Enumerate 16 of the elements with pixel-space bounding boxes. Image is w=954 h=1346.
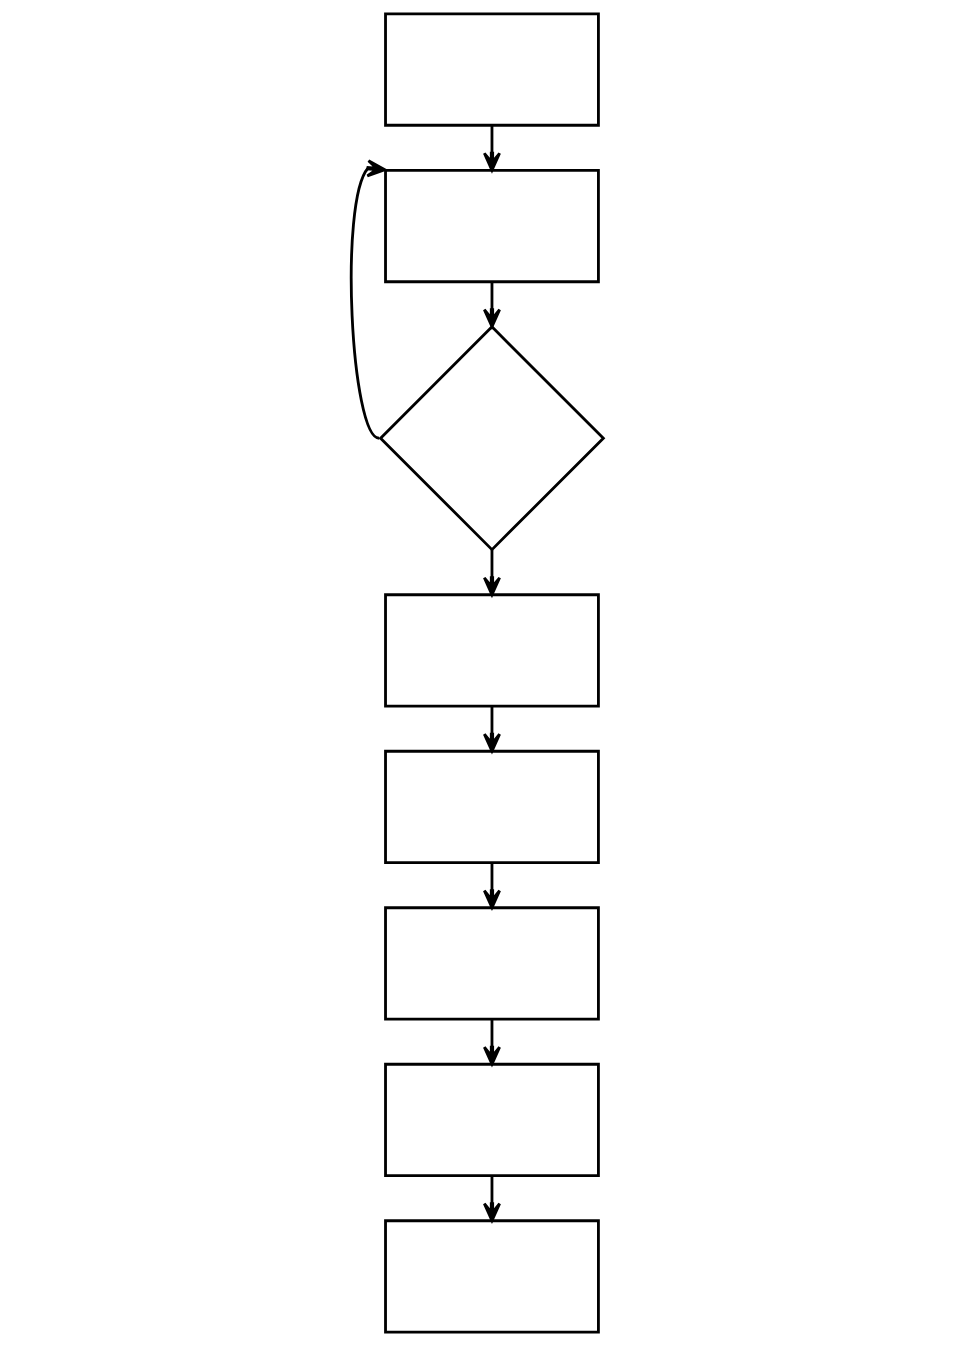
node-diamond [378, 324, 606, 552]
arrow [482, 863, 501, 909]
node-box [384, 1062, 600, 1178]
node-box [384, 593, 600, 708]
node-box [384, 749, 600, 865]
arrow [482, 125, 501, 172]
arrow [482, 281, 501, 328]
arrow [482, 549, 501, 597]
arrow [349, 159, 387, 440]
node-box [384, 168, 600, 284]
arrow [482, 1019, 501, 1066]
node-box [384, 906, 600, 1021]
arrow [482, 706, 501, 753]
arrow [482, 1176, 501, 1222]
node-box [384, 1219, 600, 1334]
node-box [384, 12, 600, 127]
